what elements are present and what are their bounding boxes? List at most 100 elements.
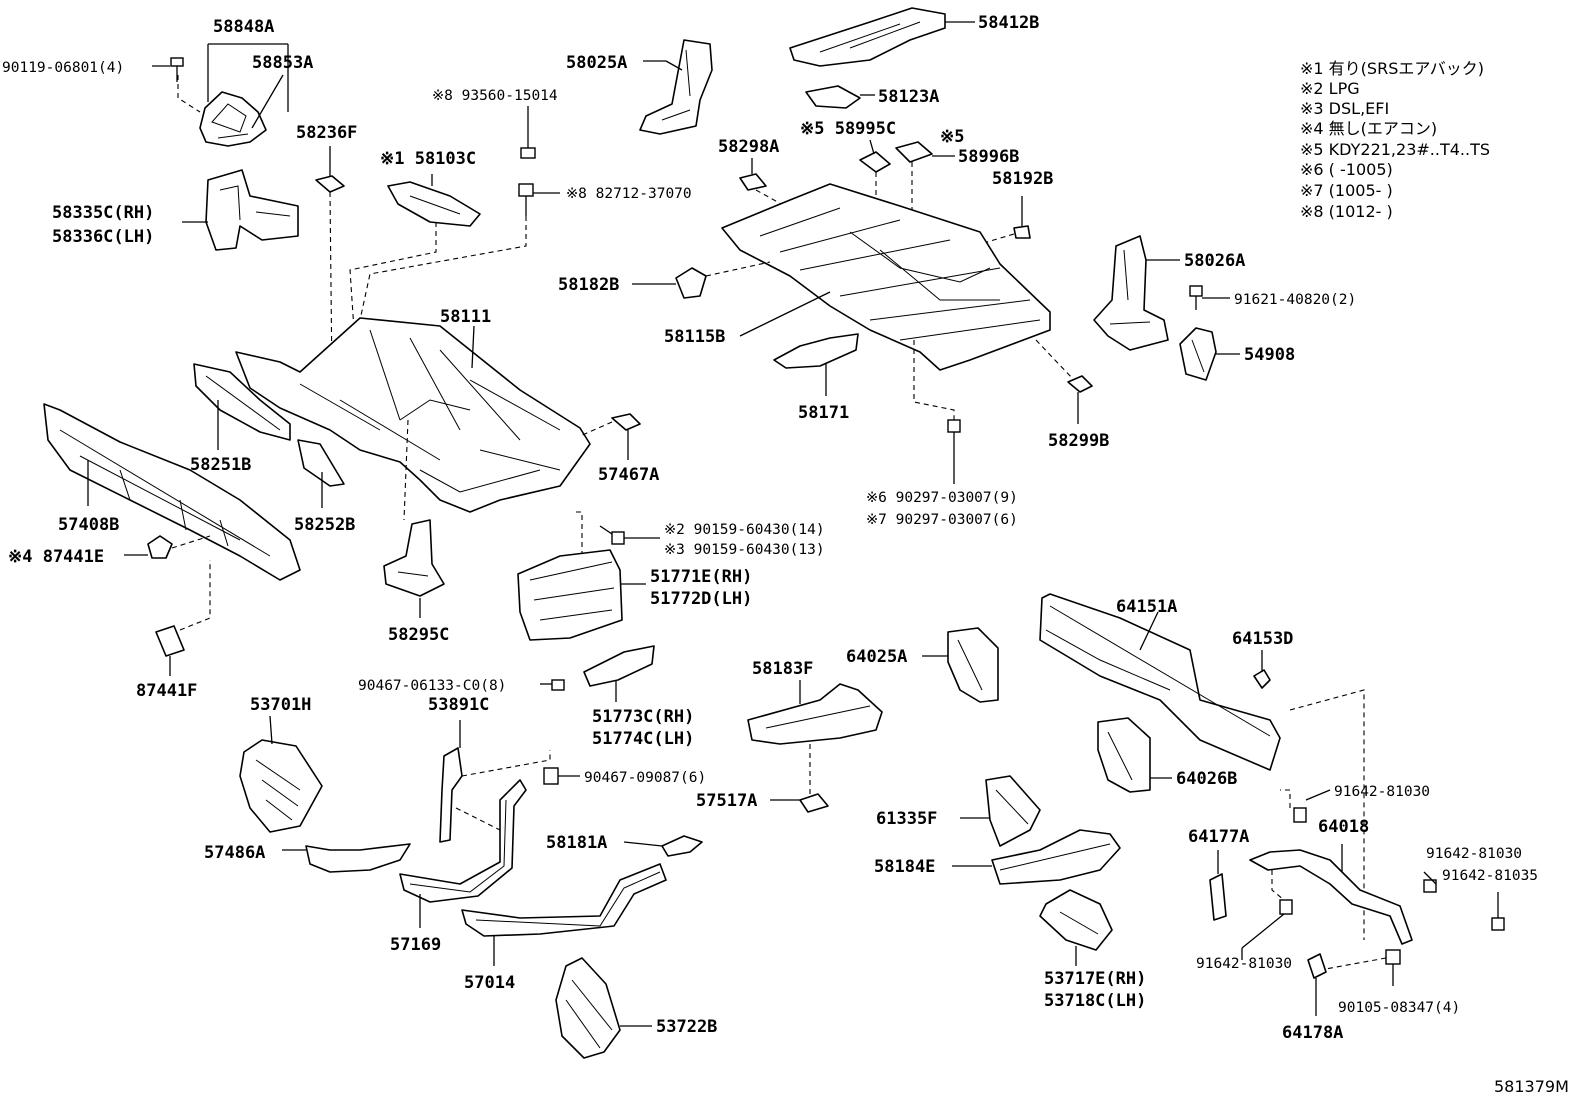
figure-id: 581379M (1494, 1077, 1569, 1096)
part-53891C-shape (439, 720, 551, 843)
legend-note-3: ※3 DSL,EFI (1300, 99, 1389, 118)
label-51771E: 51771E(RH) (650, 567, 752, 587)
label-58115B: 58115B (664, 327, 725, 347)
legend-note-5: ※5 KDY221,23#..T4..TS (1300, 140, 1490, 159)
label-90297a: ※6 90297-03007(9) (866, 490, 1018, 506)
part-58111-shape (235, 317, 591, 513)
bolt-91621-shape (1189, 285, 1230, 310)
label-64018: 64018 (1318, 817, 1369, 837)
label-90467b: 90467-09087(6) (584, 770, 706, 786)
label-91642b: 91642-81030 (1426, 846, 1522, 862)
part-53701H-shape (239, 715, 323, 833)
part-58412B-shape (789, 7, 975, 67)
label-90105: 90105-08347(4) (1338, 1000, 1460, 1016)
part-64178A-shape (1307, 953, 1327, 1016)
part-58183F-shape (747, 680, 883, 745)
part-58848A-shape (177, 43, 289, 147)
part-64153D-shape (1253, 650, 1365, 940)
legend-note-4: ※4 無し(エアコン) (1300, 119, 1437, 138)
label-53701H: 53701H (250, 695, 311, 715)
part-87441F-shape (155, 560, 211, 676)
part-57467A-shape (579, 413, 641, 460)
part-64025A-shape (922, 627, 999, 703)
label-51772D: 51772D(LH) (650, 589, 752, 609)
legend-note-1: ※1 有り(SRSエアバック) (1300, 59, 1484, 78)
label-64025A: 64025A (846, 647, 907, 667)
part-51771E-shape (517, 549, 646, 641)
part-58181A-shape (623, 835, 703, 857)
label-53718C: 53718C(LH) (1044, 991, 1146, 1011)
label-58251B: 58251B (190, 455, 251, 475)
part-57169-shape (399, 779, 527, 928)
label-91642d: 91642-81030 (1196, 956, 1292, 972)
label-58184E: 58184E (874, 857, 935, 877)
legend-note-2: ※2 LPG (1300, 79, 1360, 98)
legend-note-7: ※7 (1005- ) (1300, 181, 1393, 200)
legend-note-8: ※8 (1012- ) (1300, 202, 1393, 221)
label-53722B: 53722B (656, 1017, 717, 1037)
part-64018-shape (1249, 844, 1413, 945)
label-90119: 90119-06801(4) (2, 60, 124, 76)
label-54908: 54908 (1244, 345, 1295, 365)
bolt-93560-shape (359, 106, 560, 321)
bolt-90159-shape (576, 511, 660, 568)
label-64151A: 64151A (1116, 597, 1177, 617)
part-58184E-shape (952, 829, 1121, 885)
part-64151A-shape (1039, 593, 1281, 771)
label-57408B: 57408B (58, 515, 119, 535)
label-57517A: 57517A (696, 791, 757, 811)
part-57014-shape (461, 863, 667, 966)
label-91642a: 91642-81030 (1334, 784, 1430, 800)
part-58171-shape (773, 333, 859, 396)
label-87441F: 87441F (136, 681, 197, 701)
label-58103C: ※1 58103C (380, 149, 476, 169)
label-58995C: ※5 58995C (800, 119, 896, 139)
bolt-90119-shape (152, 57, 184, 82)
label-51774C: 51774C(LH) (592, 729, 694, 749)
label-58848A: 58848A (213, 17, 274, 37)
part-58123A-shape (805, 85, 875, 109)
label-57014: 57014 (464, 973, 515, 993)
part-57408B-shape (43, 403, 301, 581)
label-58123A: 58123A (878, 87, 939, 107)
label-90297b: ※7 90297-03007(6) (866, 512, 1018, 528)
label-58335C: 58335C(RH) (52, 203, 154, 223)
label-61335F: 61335F (876, 809, 937, 829)
part-57486A-shape (282, 843, 411, 873)
label-90467a: 90467-06133-C0(8) (358, 678, 506, 694)
bolt-91642d-shape (1241, 870, 1293, 960)
label-58181A: 58181A (546, 833, 607, 853)
label-58299B: 58299B (1048, 431, 1109, 451)
label-58026A: 58026A (1184, 251, 1245, 271)
part-58298A-shape (739, 158, 793, 211)
label-93560: ※8 93560-15014 (432, 88, 558, 104)
part-58251B-shape (193, 363, 291, 450)
part-54908-shape (1179, 327, 1240, 381)
label-91642c: 91642-81035 (1442, 868, 1538, 884)
label-87441E: ※4 87441E (8, 547, 104, 567)
bolt-91642bc-shape (1423, 871, 1505, 931)
part-58295C-shape (383, 419, 445, 618)
label-64026B: 64026B (1176, 769, 1237, 789)
bolt-90297-shape (913, 340, 961, 484)
label-58171: 58171 (798, 403, 849, 423)
part-64026B-shape (1097, 717, 1172, 793)
part-58182B-shape (632, 261, 771, 299)
legend-note-6: ※6 ( -1005) (1300, 160, 1393, 179)
label-58996B: 58996B (958, 147, 1019, 167)
label-58183F: 58183F (752, 659, 813, 679)
label-58252B: 58252B (294, 515, 355, 535)
label-58853A: 58853A (252, 53, 313, 73)
part-51773C-shape (583, 645, 655, 702)
label-64153D: 64153D (1232, 629, 1293, 649)
bolt-90467a-shape (540, 679, 565, 691)
label-64177A: 64177A (1188, 827, 1249, 847)
part-58115B-shape (721, 183, 1051, 371)
part-87441E-shape (124, 535, 211, 559)
part-58299B-shape (1035, 339, 1093, 424)
label-58295C: 58295C (388, 625, 449, 645)
label-58111: 58111 (440, 307, 491, 327)
label-58236F: 58236F (296, 123, 357, 143)
label-58336C: 58336C(LH) (52, 227, 154, 247)
label-53717E: 53717E(RH) (1044, 969, 1146, 989)
